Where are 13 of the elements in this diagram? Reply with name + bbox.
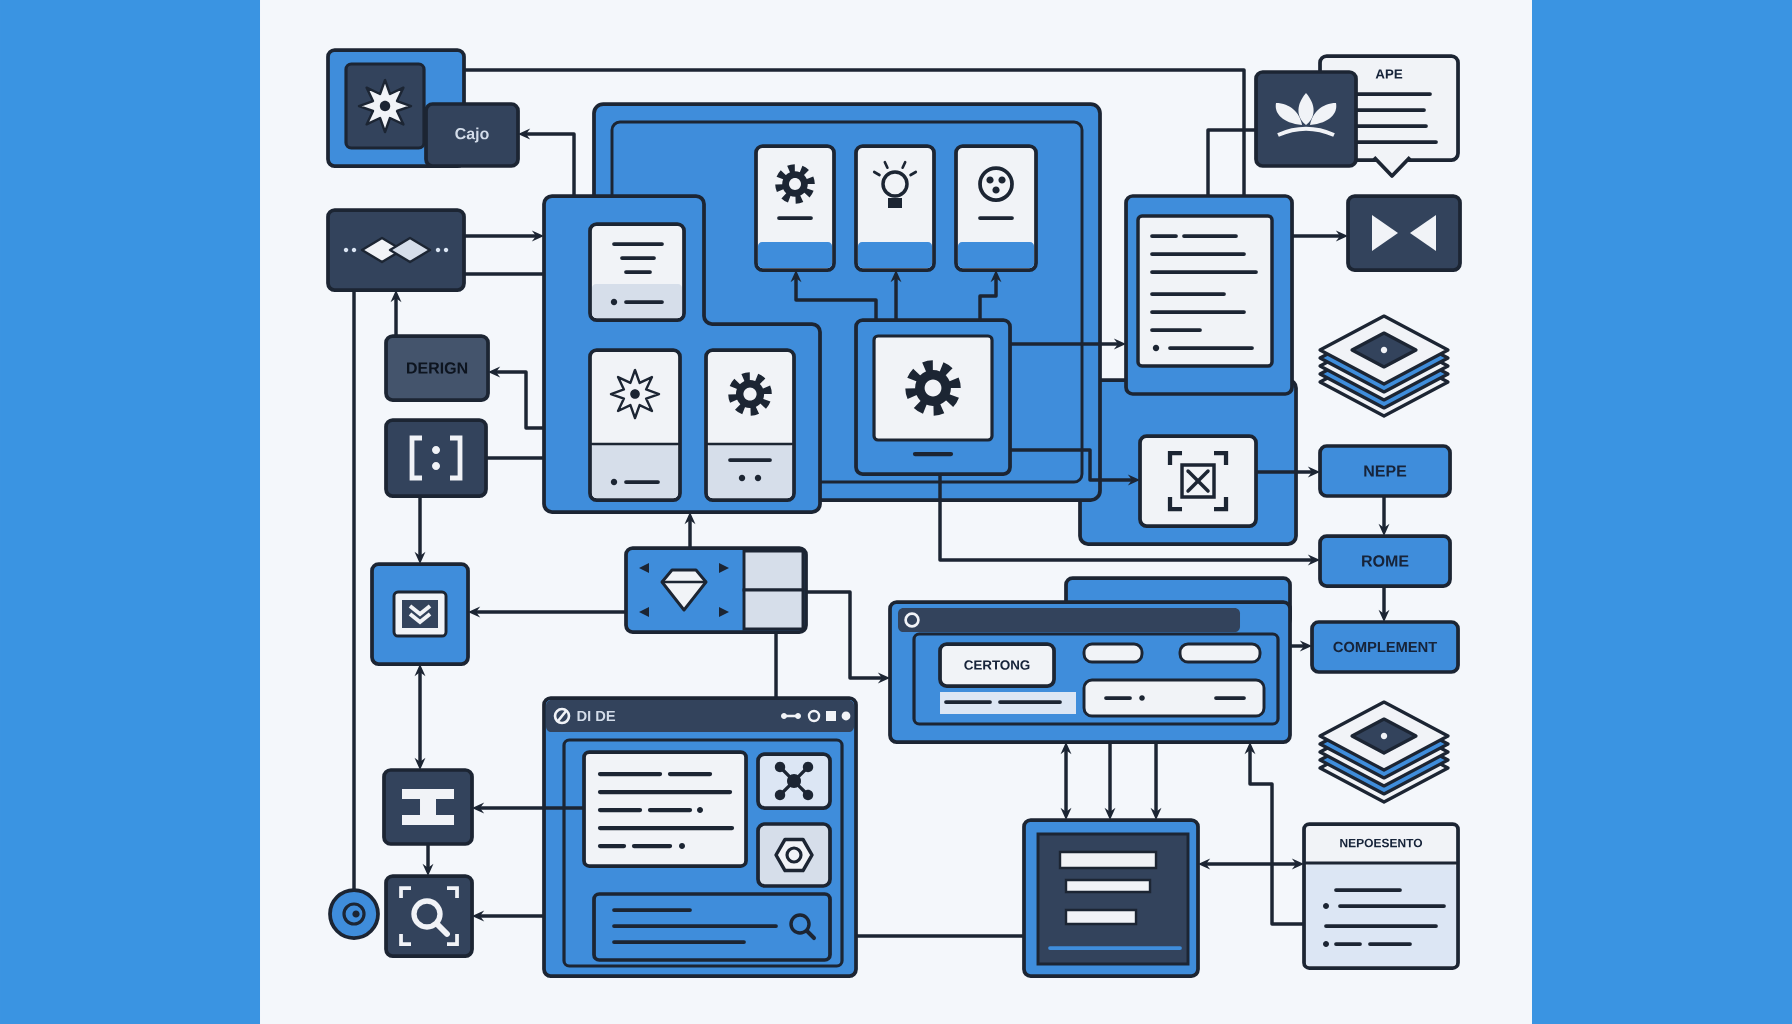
label-box: DERIGN <box>384 334 490 402</box>
connector <box>486 456 544 460</box>
connector <box>352 290 356 890</box>
label-box: NEPE <box>1318 444 1452 498</box>
connector <box>1206 128 1256 196</box>
connector <box>774 632 778 699</box>
connector <box>464 68 1246 196</box>
code-window <box>1022 818 1200 978</box>
connector <box>856 934 1024 938</box>
document-card <box>588 222 686 322</box>
connector <box>464 272 544 276</box>
label-box: ROME <box>1318 534 1452 588</box>
label-box: Cajo <box>424 102 520 168</box>
